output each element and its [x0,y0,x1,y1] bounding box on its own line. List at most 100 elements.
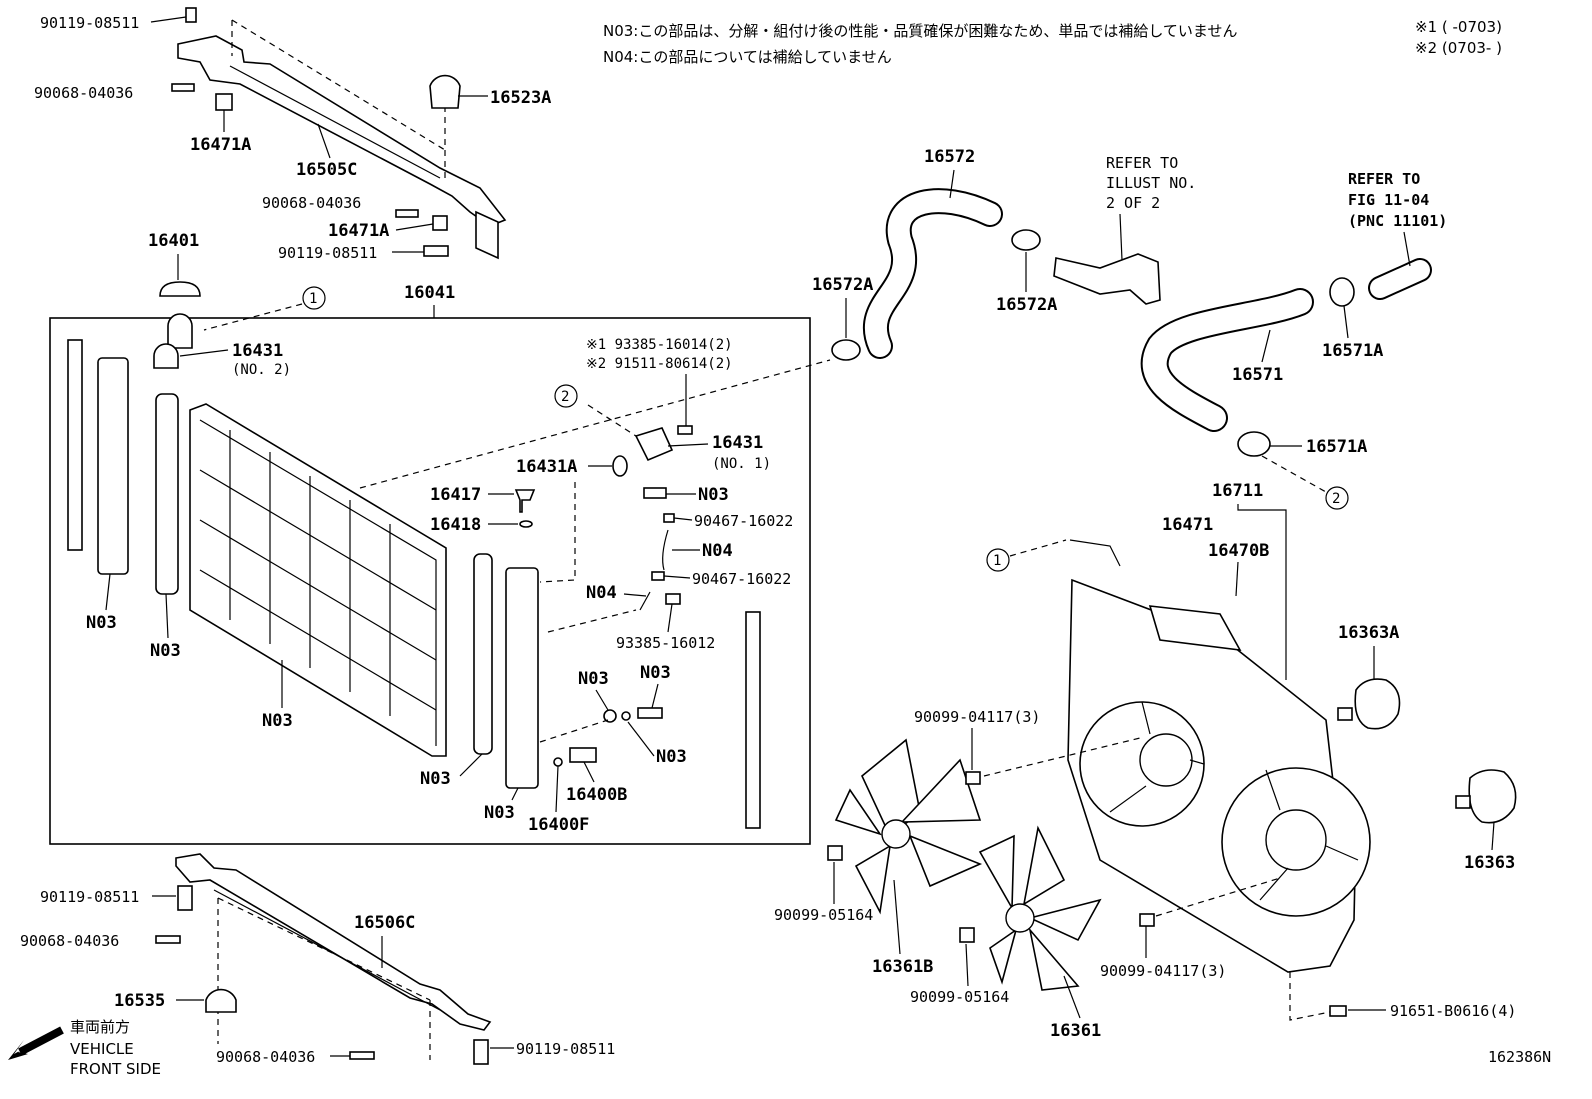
motor-shaft-b [1455,795,1471,809]
o-ring-16400F [553,757,563,767]
label-n04-b: N04 [586,583,617,603]
dash-lower [217,897,431,1060]
label-16506C: 16506C [354,913,415,933]
callout-1b-text: 1 [993,553,1001,569]
leader [1491,821,1495,851]
label-90099-04117-a: 90099-04117(3) [914,708,1040,726]
label-16361: 16361 [1050,1021,1101,1041]
upper-support-16505C [177,35,507,260]
leader [1343,305,1349,339]
label-16431A: 16431A [516,457,577,477]
bolt-93385-16012 [665,593,681,605]
label-90467-16022-b: 90467-16022 [692,570,791,588]
label-16431-a-sub: (NO. 2) [232,362,291,378]
label-91651-B0616: 91651-B0616(4) [1390,1002,1516,1020]
refer-fig-11-04: REFER TO FIG 11-04 (PNC 11101) [1348,170,1447,230]
label-16523A: 16523A [490,88,551,108]
hose-16571 [1142,290,1312,430]
callout-1-b: 1 [986,548,1010,572]
note-n04: N04:この部品については補給していません [603,48,892,66]
label-n03-gasket-right: N03 [420,769,451,789]
o-ring-n03-b [621,711,631,721]
figure-id: 162386N [1488,1048,1551,1066]
dash-connector-d [587,404,637,437]
seal-right [745,611,761,829]
leader [1403,231,1411,267]
note-n03: N03:この部品は、分解・組付け後の性能・品質確保が困難なため、単品では補給して… [603,22,1237,40]
mount-16535 [205,988,237,1013]
refer1-line1: REFER TO [1106,154,1178,172]
dash-connector-c [539,719,609,743]
label-16470B: 16470B [1208,541,1269,561]
leader [667,443,709,447]
hose-n04-b [639,591,651,611]
leader [317,123,331,159]
fan-motor-16363 [1468,769,1517,824]
callout-2-b: 2 [1325,486,1349,510]
refer-illust-2-of-2: REFER TO ILLUST NO. 2 OF 2 [1106,154,1196,212]
fan-motor-16363A [1354,678,1401,730]
label-16400B: 16400B [566,785,627,805]
leader-upper-dash [231,19,446,180]
note-range1: ※1 ( -0703) [1415,18,1502,36]
fan-16361 [978,825,1102,991]
o-ring-n03 [603,709,617,723]
label-90068-04036-d: 90068-04036 [216,1048,315,1066]
label-90099-05164-b: 90099-05164 [910,988,1009,1006]
bolt-90068-lower-b [349,1051,375,1060]
label-16418: 16418 [430,515,481,535]
label-90099-04117-b: 90099-04117(3) [1100,962,1226,980]
label-90068-04036-b: 90068-04036 [262,194,361,212]
reservoir-tank [1148,605,1242,651]
label-16401: 16401 [148,231,199,251]
label-16363: 16363 [1464,853,1515,873]
leader [663,575,691,579]
seal-left [67,339,83,551]
flange-16431-no1 [634,427,674,462]
label-16572A-a: 16572A [812,275,873,295]
refer2-line3: (PNC 11101) [1348,212,1447,230]
clamp-16571A-b [1237,431,1271,457]
bolt-93385 [677,425,693,435]
label-16471A-b: 16471A [328,221,389,241]
hose-16572 [864,190,1001,357]
leader [511,787,519,801]
label-16431-b-sub: (NO. 1) [712,456,771,472]
label-90119-08511-d: 90119-08511 [516,1040,615,1058]
plug-16417 [514,489,536,513]
bolt-90099-04117-b [1139,913,1155,927]
leader [165,593,169,639]
callout-1-text: 1 [309,291,317,307]
label-n03-left-tank: N03 [86,613,117,633]
label-16505C: 16505C [296,160,357,180]
mount-16523A [429,74,461,109]
fan-16361B [834,738,983,915]
radiator-cap-16401 [159,281,201,297]
label-16471A-a: 16471A [190,135,251,155]
dash-bolt-c [1289,972,1331,1021]
clamp-90467-b [651,571,665,581]
label-90099-05164-a: 90099-05164 [774,906,873,924]
bolt-90068-lower-a [155,935,181,944]
leader-16711 [1237,504,1287,680]
callout-2b-text: 2 [1332,491,1340,507]
right-tank [505,567,539,789]
gasket-right [473,553,493,755]
front-label-en1: VEHICLE [70,1040,134,1058]
dash-connector-b [547,609,637,633]
label-16711: 16711 [1212,481,1263,501]
gasket-left [155,393,179,595]
washer-16418 [519,520,533,528]
label-16535: 16535 [114,991,165,1011]
gasket-16431A [612,455,628,477]
filler-neck [167,313,193,349]
leader [1261,329,1271,363]
label-16431-b: 16431 [712,433,763,453]
lower-support-16506C [175,853,492,1031]
leader [651,683,659,709]
hose-n04 [662,529,669,571]
bolt-90119-lower-a [177,885,193,911]
label-90119-08511-b: 90119-08511 [278,244,377,262]
leader [583,761,595,783]
label-16571: 16571 [1232,365,1283,385]
